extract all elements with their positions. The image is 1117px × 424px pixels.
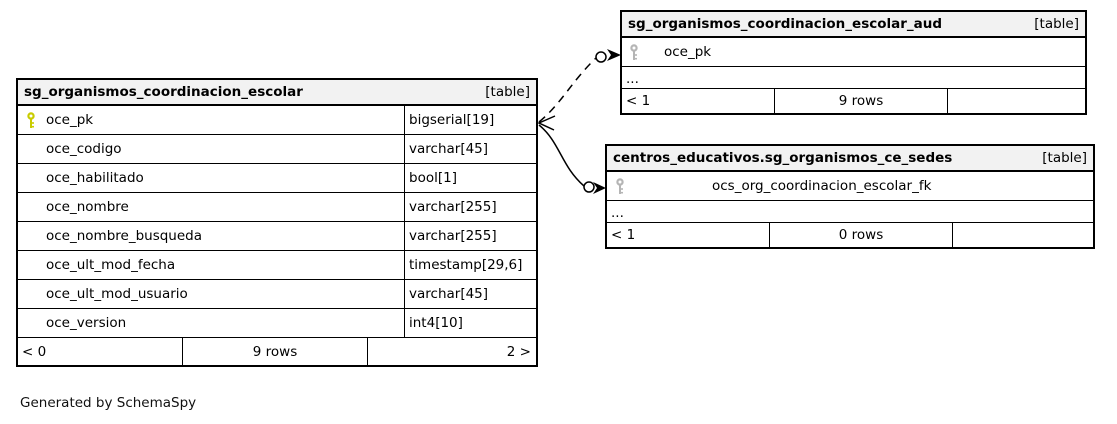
generator-note: Generated by SchemaSpy [20, 395, 197, 411]
table-footer: < 1 9 rows [622, 89, 1085, 113]
table-card-sg-organismos-coordinacion-escolar: sg_organismos_coordinacion_escolar [tabl… [16, 78, 538, 367]
column-name: oce_nombre_busqueda [46, 228, 203, 244]
column-type: timestamp[29,6] [404, 251, 536, 279]
table-footer: < 0 9 rows 2 > [18, 338, 536, 365]
table-type-tag: [table] [485, 84, 530, 100]
zero-or-one-circle-sedes [583, 181, 595, 193]
table-row: oce_nombre_busqueda varchar[255] [18, 222, 536, 251]
column-type: bigserial[19] [404, 106, 536, 134]
column-type: varchar[255] [404, 222, 536, 250]
children-count: < 1 [622, 89, 775, 113]
table-type-tag: [table] [1034, 16, 1079, 32]
primary-key-icon [18, 111, 46, 129]
table-card-sg-organismos-coordinacion-escolar-aud: sg_organismos_coordinacion_escolar_aud [… [620, 10, 1087, 115]
column-type: int4[10] [404, 309, 536, 337]
table-row: oce_pk bigserial[19] [18, 106, 536, 135]
table-row: oce_ult_mod_usuario varchar[45] [18, 280, 536, 309]
collapsed-columns-ellipsis: ... [622, 67, 1085, 89]
column-type: varchar[255] [404, 193, 536, 221]
table-row: oce_pk [622, 38, 1085, 67]
parents-count [953, 223, 1093, 247]
row-count: 9 rows [775, 89, 948, 113]
column-name: oce_codigo [46, 141, 122, 157]
table-row: oce_nombre varchar[255] [18, 193, 536, 222]
column-name: oce_habilitado [46, 170, 144, 186]
table-row: oce_codigo varchar[45] [18, 135, 536, 164]
column-name: oce_ult_mod_fecha [46, 257, 176, 273]
parents-count [948, 89, 1085, 113]
children-count: < 0 [18, 338, 183, 365]
table-header: centros_educativos.sg_organismos_ce_sede… [607, 146, 1093, 172]
row-count: 9 rows [183, 338, 368, 365]
column-name: oce_pk [664, 44, 712, 60]
foreign-key-icon [622, 43, 639, 61]
column-name: oce_ult_mod_usuario [46, 286, 188, 302]
column-type: varchar[45] [404, 135, 536, 163]
table-footer: < 1 0 rows [607, 223, 1093, 247]
arrowhead-aud [607, 49, 621, 61]
table-title[interactable]: sg_organismos_coordinacion_escolar_aud [628, 16, 943, 32]
relationship-tail-tick [537, 115, 556, 131]
table-title[interactable]: centros_educativos.sg_organismos_ce_sede… [613, 150, 953, 166]
collapsed-columns-ellipsis: ... [607, 201, 1093, 223]
column-name: ocs_org_coordinacion_escolar_fk [712, 178, 932, 194]
relationship-line-dashed-aud [538, 57, 597, 123]
row-count: 0 rows [770, 223, 953, 247]
table-row: oce_version int4[10] [18, 309, 536, 338]
foreign-key-icon [607, 177, 625, 195]
children-count: < 1 [607, 223, 770, 247]
column-type: varchar[45] [404, 280, 536, 308]
column-name: oce_nombre [46, 199, 129, 215]
table-title[interactable]: sg_organismos_coordinacion_escolar [24, 84, 303, 100]
table-card-centros-educativos-sg-organismos-ce-sedes: centros_educativos.sg_organismos_ce_sede… [605, 144, 1095, 249]
table-type-tag: [table] [1042, 150, 1087, 166]
column-name: oce_version [46, 315, 127, 331]
table-row: ocs_org_coordinacion_escolar_fk [607, 172, 1093, 201]
table-header: sg_organismos_coordinacion_escolar_aud [… [622, 12, 1085, 38]
column-name: oce_pk [46, 112, 94, 128]
zero-or-one-circle-aud [595, 51, 607, 63]
relationship-line-solid-sedes [538, 124, 585, 187]
table-header: sg_organismos_coordinacion_escolar [tabl… [18, 80, 536, 106]
parents-count: 2 > [506, 343, 531, 360]
table-row: oce_ult_mod_fecha timestamp[29,6] [18, 251, 536, 280]
column-type: bool[1] [404, 164, 536, 192]
table-row: oce_habilitado bool[1] [18, 164, 536, 193]
